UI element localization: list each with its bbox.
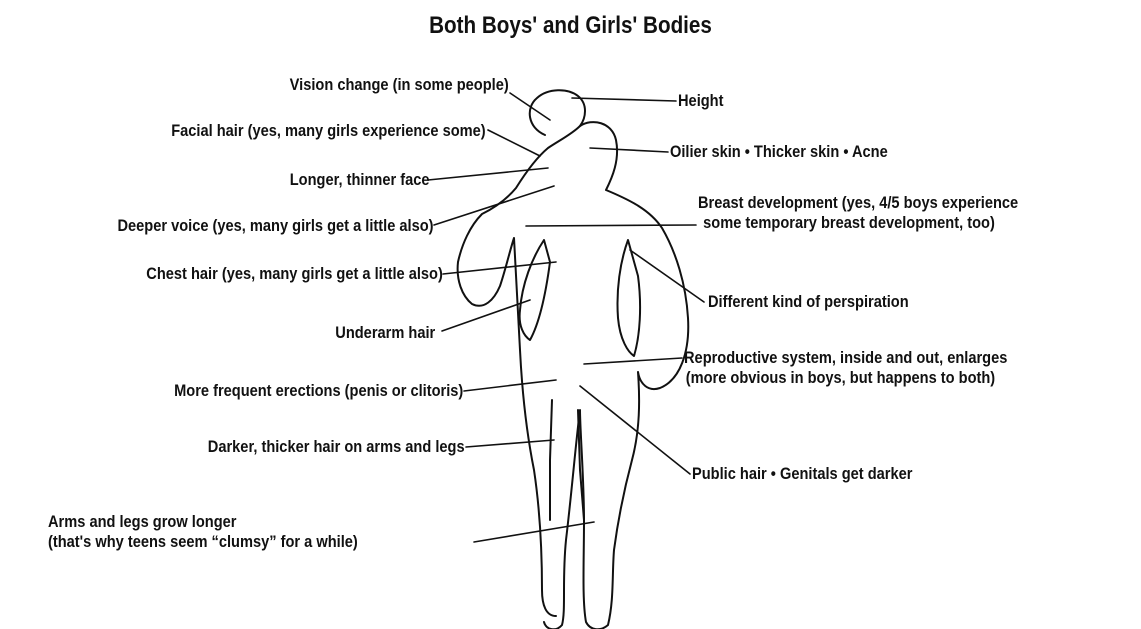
arm-leg-hair-leader (466, 440, 554, 447)
label-arm-leg-hair: Darker, thicker hair on arms and legs (208, 437, 465, 457)
label-frequent-erections: More frequent erections (penis or clitor… (174, 381, 463, 401)
label-repro-line-1: Reproductive system, inside and out, enl… (684, 348, 1007, 368)
label-reproductive-system: Reproductive system, inside and out, enl… (684, 348, 1007, 388)
label-chest-hair: Chest hair (yes, many girls get a little… (146, 264, 443, 284)
label-perspiration: Different kind of perspiration (708, 292, 909, 312)
label-breast-line-1: Breast development (yes, 4/5 boys experi… (698, 193, 1018, 213)
perspiration-leader (630, 250, 704, 302)
front-figure-outline (544, 122, 688, 629)
label-breast-line-2: some temporary breast development, too) (698, 213, 1018, 233)
label-vision-change: Vision change (in some people) (290, 75, 509, 95)
label-longer-thinner-face: Longer, thinner face (289, 170, 429, 190)
label-limbs-grow-longer: Arms and legs grow longer (that's why te… (48, 512, 358, 552)
skin-leader (590, 148, 668, 152)
face-leader (428, 168, 548, 180)
left-arm-inner (520, 240, 550, 340)
label-breast-development: Breast development (yes, 4/5 boys experi… (698, 193, 1018, 233)
label-limbs-line-1: Arms and legs grow longer (48, 512, 358, 532)
height-leader (572, 98, 676, 101)
label-repro-line-2: (more obvious in boys, but happens to bo… (684, 368, 1007, 388)
erections-leader (464, 380, 556, 391)
label-underarm-hair: Underarm hair (335, 323, 435, 343)
repro-leader (584, 358, 682, 364)
breast-leader (526, 225, 696, 226)
voice-leader (434, 186, 554, 225)
label-pubic-hair: Public hair • Genitals get darker (692, 464, 912, 484)
label-limbs-line-2: (that's why teens seem “clumsy” for a wh… (48, 532, 358, 552)
label-skin-changes: Oilier skin • Thicker skin • Acne (670, 142, 888, 162)
limbs-leader (474, 522, 594, 542)
label-facial-hair: Facial hair (yes, many girls experience … (172, 121, 486, 141)
label-deeper-voice: Deeper voice (yes, many girls get a litt… (118, 216, 434, 236)
pubic-leader (580, 386, 690, 474)
facial-hair-leader (488, 130, 540, 156)
label-height: Height (678, 91, 723, 111)
chest-hair-leader (443, 262, 556, 274)
right-arm-inner (617, 240, 640, 356)
back-leg-seam (550, 400, 552, 520)
